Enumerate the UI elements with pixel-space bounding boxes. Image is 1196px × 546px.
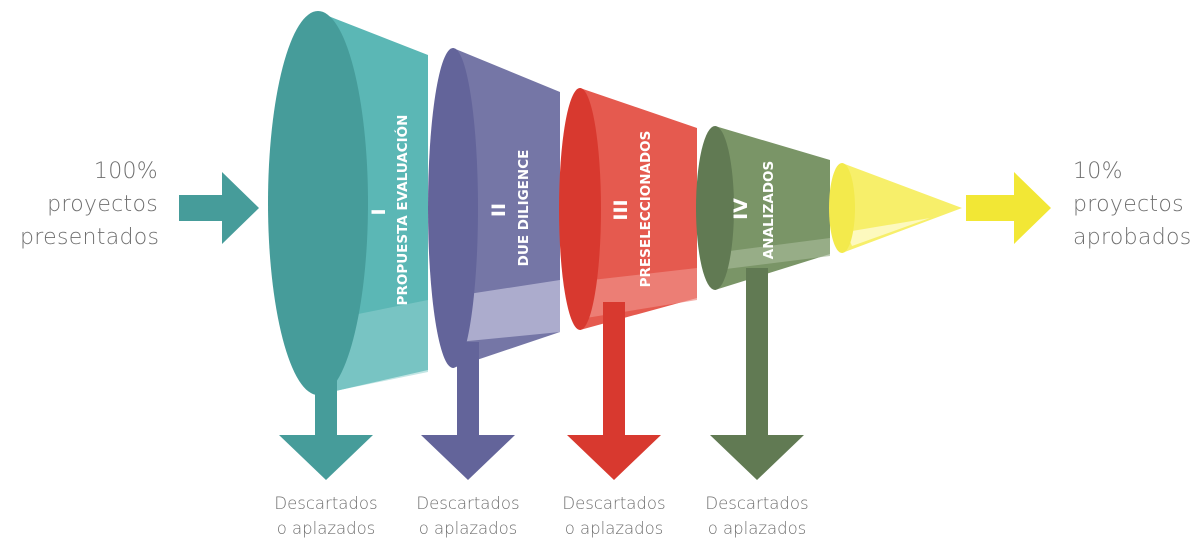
- discard-caption-2-line1: Descartados: [416, 494, 520, 513]
- stage-1-cylinder: [268, 11, 428, 395]
- discard-caption-2-line2: o aplazados: [418, 519, 518, 538]
- stage-4-roman: IV: [730, 198, 752, 220]
- output-line2: aprobados: [1073, 225, 1192, 250]
- discard-caption-4: Descartados o aplazados: [692, 491, 822, 541]
- input-arrow: [179, 172, 259, 244]
- input-label: 100% proyectos presentados: [20, 155, 160, 254]
- output-line1: proyectos: [1073, 192, 1184, 217]
- discard-caption-3-line2: o aplazados: [564, 519, 664, 538]
- discard-caption-2: Descartados o aplazados: [403, 491, 533, 541]
- stage-3-label: PRESELECCIONADOS: [638, 131, 654, 288]
- discard-caption-1-line1: Descartados: [274, 494, 378, 513]
- stage-1-roman: I: [368, 208, 390, 215]
- input-line2: presentados: [20, 225, 160, 250]
- discard-arrow-1: [279, 380, 373, 480]
- discard-arrow-4: [710, 268, 804, 480]
- final-cone: [829, 163, 962, 253]
- discard-caption-1: Descartados o aplazados: [261, 491, 391, 541]
- stage-4-label: ANALIZADOS: [761, 161, 777, 259]
- input-line1: proyectos: [47, 192, 158, 217]
- stage-4-cylinder: [696, 126, 830, 290]
- input-percent: 100%: [93, 159, 158, 184]
- stage-2-roman: II: [488, 203, 510, 217]
- discard-arrow-2: [421, 342, 515, 480]
- discard-caption-3: Descartados o aplazados: [549, 491, 679, 541]
- discard-arrow-3: [567, 302, 661, 480]
- output-label: 10% proyectos aprobados: [1073, 155, 1193, 254]
- output-percent: 10%: [1073, 159, 1123, 184]
- discard-caption-1-line2: o aplazados: [276, 519, 376, 538]
- discard-caption-3-line1: Descartados: [562, 494, 666, 513]
- stage-2-cylinder: [428, 48, 560, 368]
- stage-1-label: PROPUESTA EVALUACIÓN: [393, 115, 411, 306]
- output-arrow: [966, 172, 1051, 244]
- discard-caption-4-line2: o aplazados: [707, 519, 807, 538]
- stage-3-roman: III: [610, 199, 632, 220]
- discard-caption-4-line1: Descartados: [705, 494, 809, 513]
- stage-2-label: DUE DILIGENCE: [516, 150, 532, 267]
